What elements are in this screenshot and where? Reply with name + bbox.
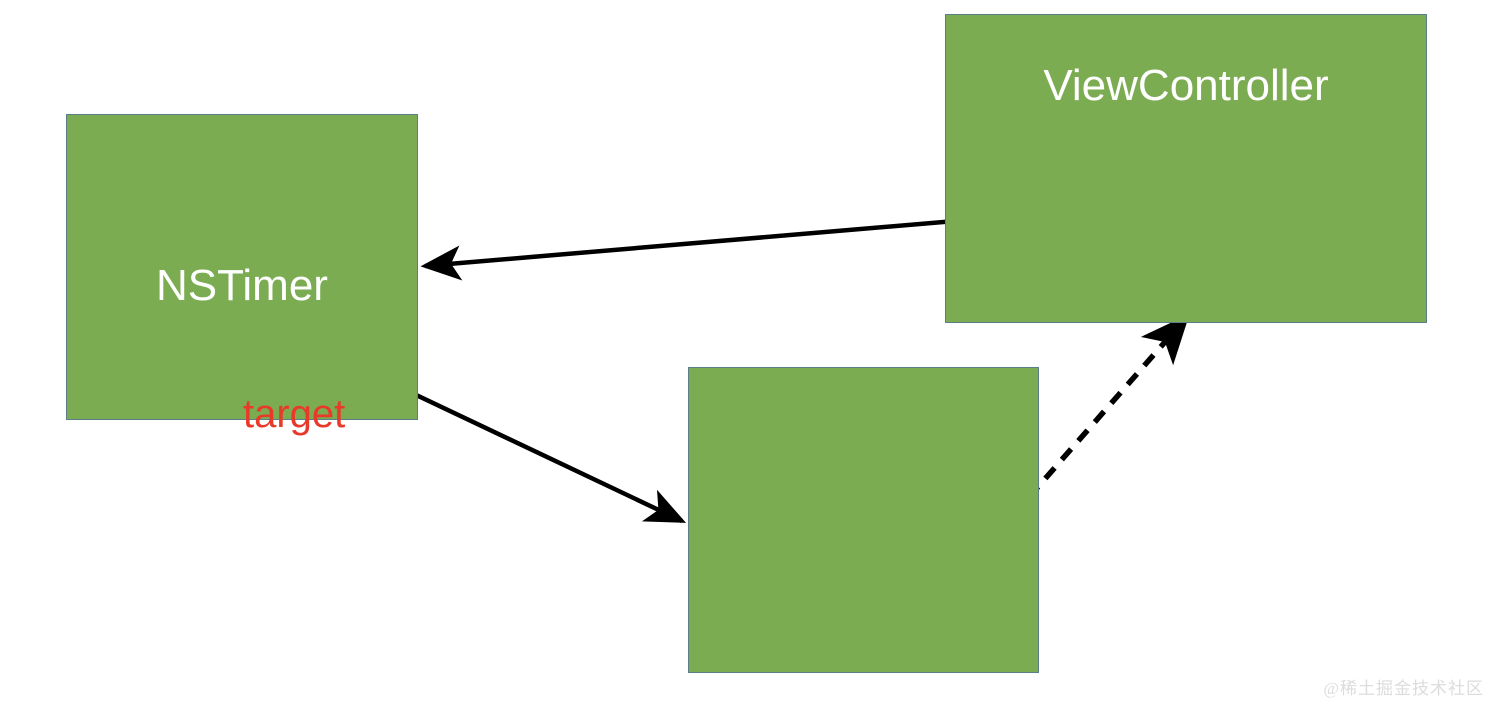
node-otherobject[interactable]: OtherObject target (688, 367, 1039, 673)
node-nstimer-title: NSTimer (156, 261, 328, 310)
node-viewcontroller[interactable]: ViewController timer (945, 14, 1427, 323)
node-nstimer[interactable]: NSTimer target (66, 114, 418, 436)
node-viewcontroller-title: ViewController (1043, 61, 1329, 110)
watermark: @稀土掘金技术社区 (1323, 679, 1484, 698)
node-nstimer-field-target: target (243, 392, 346, 436)
